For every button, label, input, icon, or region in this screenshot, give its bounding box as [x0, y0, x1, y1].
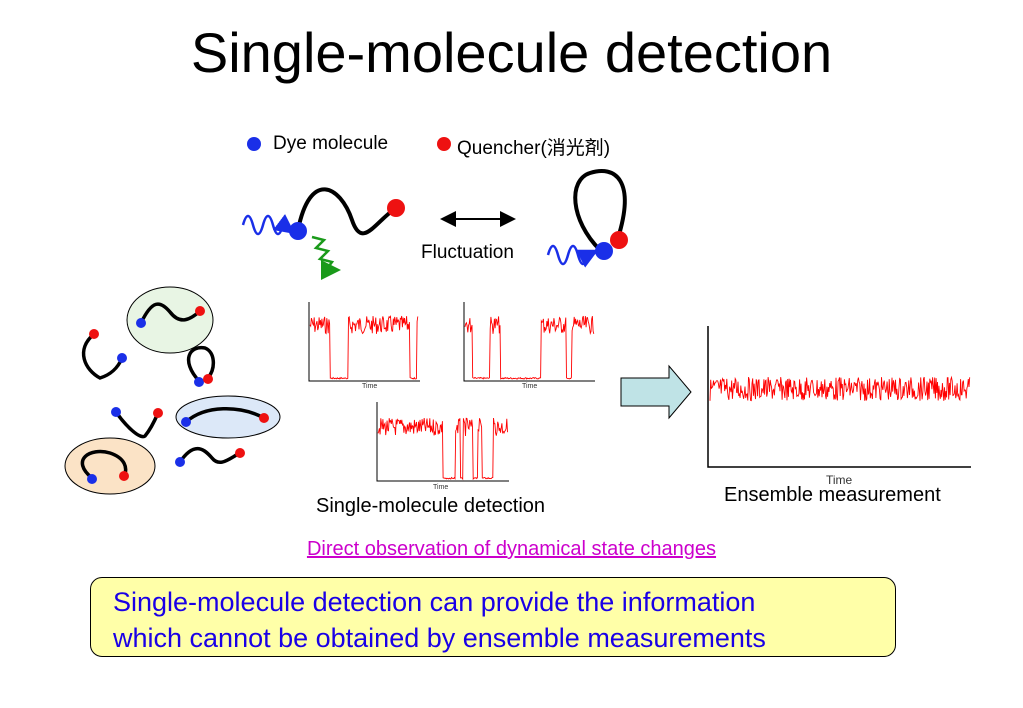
next-arrow-icon [620, 364, 692, 420]
trace-3-time-label: Time [433, 484, 448, 491]
ensemble-trace-panel: Time [707, 326, 971, 487]
quencher-dot-icon [387, 199, 405, 217]
closed-molecule [546, 169, 628, 268]
ensemble-caption: Ensemble measurement [724, 484, 941, 506]
quencher-legend-label: Quencher(消光剤) [457, 138, 611, 159]
trace-panel-3: Time [376, 402, 509, 491]
excitation-wave-icon [241, 214, 295, 236]
fluctuation-label: Fluctuation [421, 242, 514, 263]
direct-observation-link[interactable]: Direct observation of dynamical state ch… [306, 538, 717, 560]
slide-title: Single-molecule detection [190, 21, 833, 84]
trace-2-time-label: Time [522, 383, 537, 390]
trace-1-time-label: Time [362, 383, 377, 390]
molecule-cluster [64, 286, 281, 495]
dye-legend-label: Dye molecule [273, 133, 389, 154]
closed-chain [573, 169, 627, 252]
open-molecule [241, 187, 405, 280]
open-chain [296, 187, 398, 236]
single-molecule-caption: Single-molecule detection [316, 495, 546, 517]
ensemble-time-label: Time [826, 473, 853, 487]
emission-wave-icon [311, 235, 341, 280]
conclusion-line-1: Single-molecule detection can provide th… [113, 587, 756, 617]
conclusion-box: Single-molecule detection can provide th… [90, 577, 896, 657]
conclusion-line-2: which cannot be obtained by ensemble mea… [113, 623, 766, 653]
quencher-dot-icon-2 [610, 231, 628, 249]
quencher-legend-dot-icon [437, 137, 451, 151]
trace-panel-2: Time [463, 302, 595, 390]
dye-dot-icon [289, 222, 307, 240]
dye-legend-dot-icon [247, 137, 261, 151]
trace-panel-1: Time [308, 302, 420, 390]
dye-dot-icon-2 [595, 242, 613, 260]
excitation-wave-icon-2 [546, 244, 599, 268]
